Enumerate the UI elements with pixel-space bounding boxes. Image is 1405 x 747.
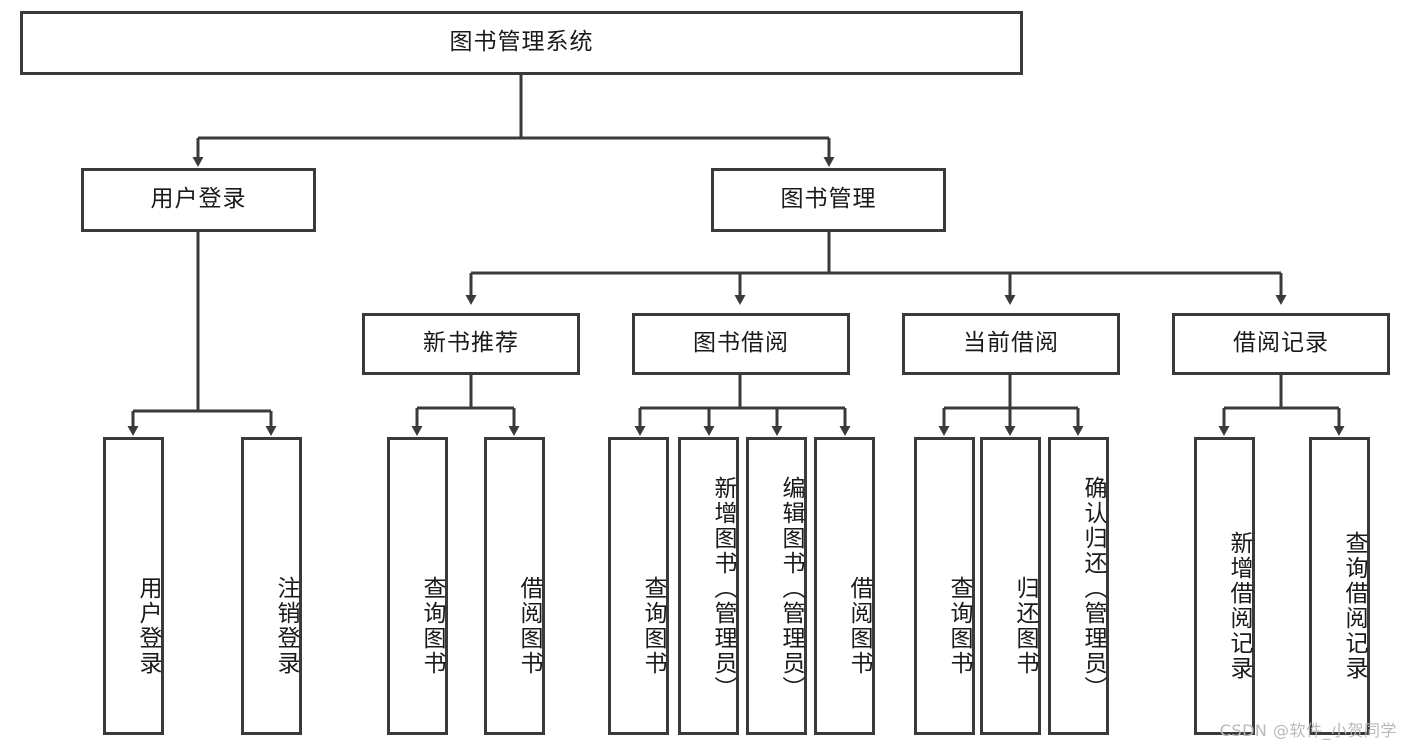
leaf-borrow-book-1[interactable]: 借阅图书 xyxy=(484,437,545,735)
csdn-watermark: CSDN @软件_小贺同学 xyxy=(1219,721,1397,740)
leaf-confirm-return-label: 确认归还（管理员） xyxy=(1080,475,1106,701)
node-root-label: 图书管理系统 xyxy=(449,29,594,56)
leaf-borrow-book-1-label: 借阅图书 xyxy=(516,576,542,676)
node-book-management[interactable]: 图书管理 xyxy=(711,168,946,232)
leaf-query-book-2[interactable]: 查询图书 xyxy=(608,437,669,735)
leaf-add-record-label: 新增借阅记录 xyxy=(1226,531,1252,681)
node-borrow-record[interactable]: 借阅记录 xyxy=(1172,313,1390,375)
leaf-query-book-2-label: 查询图书 xyxy=(640,576,666,676)
leaf-return-book[interactable]: 归还图书 xyxy=(980,437,1041,735)
leaf-add-book[interactable]: 新增图书（管理员） xyxy=(678,437,739,735)
leaf-edit-book[interactable]: 编辑图书（管理员） xyxy=(746,437,807,735)
leaf-query-book-3[interactable]: 查询图书 xyxy=(914,437,975,735)
node-new-book-recommend[interactable]: 新书推荐 xyxy=(362,313,580,375)
leaf-add-record[interactable]: 新增借阅记录 xyxy=(1194,437,1255,735)
node-book-borrow[interactable]: 图书借阅 xyxy=(632,313,850,375)
leaf-confirm-return[interactable]: 确认归还（管理员） xyxy=(1048,437,1109,735)
node-root[interactable]: 图书管理系统 xyxy=(20,11,1023,75)
leaf-edit-book-label: 编辑图书（管理员） xyxy=(778,475,804,701)
leaf-add-book-label: 新增图书（管理员） xyxy=(710,475,736,701)
node-current-borrow[interactable]: 当前借阅 xyxy=(902,313,1120,375)
node-user-login-label: 用户登录 xyxy=(150,186,247,213)
leaf-query-book-3-label: 查询图书 xyxy=(946,576,972,676)
leaf-borrow-book-2-label: 借阅图书 xyxy=(846,576,872,676)
leaf-borrow-book-2[interactable]: 借阅图书 xyxy=(814,437,875,735)
node-current-borrow-label: 当前借阅 xyxy=(963,330,1059,357)
leaf-query-book-1[interactable]: 查询图书 xyxy=(387,437,448,735)
node-user-login[interactable]: 用户登录 xyxy=(81,168,316,232)
leaf-logout-label: 注销登录 xyxy=(273,576,299,676)
node-borrow-record-label: 借阅记录 xyxy=(1233,330,1329,357)
leaf-logout[interactable]: 注销登录 xyxy=(241,437,302,735)
node-book-management-label: 图书管理 xyxy=(780,186,877,213)
leaf-user-login[interactable]: 用户登录 xyxy=(103,437,164,735)
node-book-borrow-label: 图书借阅 xyxy=(693,330,789,357)
leaf-return-book-label: 归还图书 xyxy=(1012,576,1038,676)
leaf-user-login-label: 用户登录 xyxy=(135,576,161,676)
node-new-book-recommend-label: 新书推荐 xyxy=(423,330,519,357)
leaf-query-record-label: 查询借阅记录 xyxy=(1341,531,1367,681)
leaf-query-book-1-label: 查询图书 xyxy=(419,576,445,676)
leaf-query-record[interactable]: 查询借阅记录 xyxy=(1309,437,1370,735)
